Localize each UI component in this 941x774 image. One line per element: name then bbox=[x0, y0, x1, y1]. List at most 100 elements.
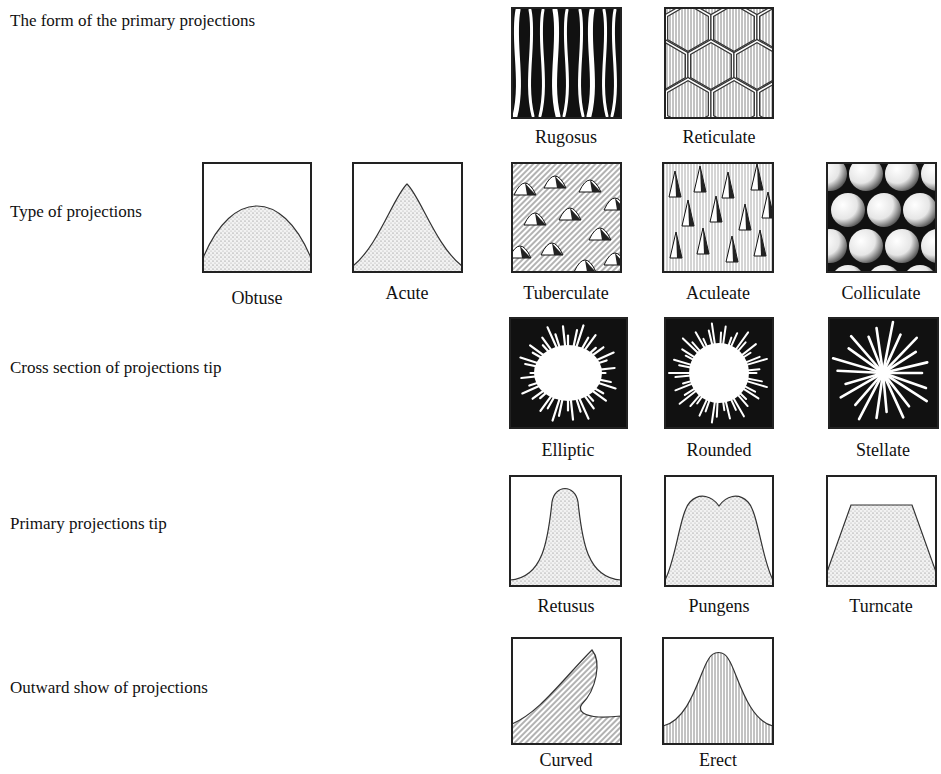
figure-detail bbox=[726, 236, 738, 262]
figure-detail bbox=[757, 164, 763, 190]
figure-detail bbox=[885, 229, 919, 263]
figure-detail bbox=[831, 265, 865, 272]
figure-detail bbox=[697, 228, 709, 254]
figure-caption: Elliptic bbox=[542, 440, 595, 462]
figure-detail bbox=[570, 208, 581, 220]
figure-detail bbox=[886, 375, 926, 401]
tuberculate-figure bbox=[509, 163, 626, 272]
figure-detail bbox=[541, 243, 563, 255]
figure-detail bbox=[514, 183, 536, 195]
figure-detail bbox=[666, 79, 709, 118]
figure-detail bbox=[670, 232, 682, 258]
figure-detail bbox=[903, 265, 936, 272]
figure-detail bbox=[688, 200, 694, 226]
figure-detail bbox=[712, 79, 755, 118]
figure-caption: Colliculate bbox=[842, 283, 921, 305]
figure-detail bbox=[841, 375, 880, 397]
figure-detail bbox=[867, 265, 901, 272]
figure-caption: Curved bbox=[540, 750, 593, 772]
row-heading: Outward show of projections bbox=[10, 678, 208, 698]
figure-detail bbox=[524, 213, 546, 225]
figure-detail bbox=[589, 228, 611, 240]
figure-detail bbox=[739, 204, 751, 230]
figure-detail bbox=[760, 230, 766, 256]
figure-detail bbox=[876, 366, 890, 380]
figure-detail bbox=[585, 260, 596, 272]
figure-detail bbox=[827, 163, 847, 191]
figure-detail bbox=[921, 229, 936, 263]
figure-detail bbox=[579, 180, 601, 192]
figure-detail bbox=[710, 196, 722, 222]
figure-caption: Stellate bbox=[856, 440, 910, 462]
figure-detail bbox=[903, 193, 936, 227]
figure-detail bbox=[887, 362, 927, 372]
figure-detail bbox=[580, 10, 583, 116]
figure-detail bbox=[555, 176, 566, 188]
figure-detail bbox=[703, 228, 709, 254]
figure-detail bbox=[921, 163, 936, 191]
figure-detail bbox=[751, 164, 763, 190]
figure-detail bbox=[525, 183, 536, 195]
figure-detail bbox=[600, 228, 611, 240]
erect-figure bbox=[663, 653, 773, 745]
figure-detail bbox=[512, 246, 531, 258]
figure-detail bbox=[590, 180, 601, 192]
figure-detail bbox=[827, 229, 847, 263]
figure-detail bbox=[515, 10, 518, 116]
obtuse-figure bbox=[203, 206, 311, 272]
figure-detail bbox=[849, 229, 883, 263]
figure-caption: Rounded bbox=[687, 440, 752, 462]
figure-detail bbox=[758, 79, 773, 118]
aculeate-figure bbox=[663, 163, 774, 272]
figure-caption: Pungens bbox=[688, 596, 749, 618]
figure-detail bbox=[552, 243, 563, 255]
figure-detail bbox=[758, 79, 773, 118]
figure-caption: Aculeate bbox=[686, 283, 750, 305]
elliptic-figure bbox=[510, 318, 627, 428]
figure-detail bbox=[712, 79, 755, 118]
figure-detail bbox=[544, 176, 566, 188]
figure-detail bbox=[534, 345, 602, 401]
figure-detail bbox=[846, 374, 880, 384]
figure-detail bbox=[530, 10, 533, 116]
figure-detail bbox=[885, 163, 919, 191]
figure-detail bbox=[849, 163, 883, 191]
figure-detail bbox=[675, 171, 681, 197]
acute-figure bbox=[353, 184, 462, 272]
rounded-figure bbox=[665, 318, 773, 428]
figure-detail bbox=[555, 10, 558, 116]
figure-detail bbox=[540, 10, 543, 116]
row-heading: Cross section of projections tip bbox=[10, 358, 222, 378]
retusus-figure bbox=[510, 489, 621, 587]
figure-detail bbox=[676, 232, 682, 258]
stellate-figure bbox=[829, 318, 938, 428]
figure-detail bbox=[754, 230, 766, 256]
turncate-figure bbox=[827, 505, 936, 586]
row-heading: Primary projections tip bbox=[10, 514, 167, 534]
figure-detail bbox=[716, 196, 722, 222]
figure-detail bbox=[732, 236, 738, 262]
figure-caption: Tuberculate bbox=[523, 283, 608, 305]
figure-detail bbox=[604, 198, 621, 210]
figure-caption: Acute bbox=[386, 283, 429, 305]
figure-detail bbox=[694, 166, 706, 192]
figure-detail bbox=[682, 200, 694, 226]
reticulate-figure bbox=[643, 3, 801, 129]
figure-detail bbox=[589, 10, 592, 116]
figure-detail bbox=[669, 171, 681, 197]
figure-detail bbox=[559, 208, 581, 220]
figure-detail bbox=[666, 79, 709, 118]
figure-detail bbox=[612, 10, 615, 116]
figure-caption: Reticulate bbox=[683, 127, 756, 149]
figure-detail bbox=[728, 172, 734, 198]
figure-detail bbox=[745, 204, 751, 230]
colliculate-figure bbox=[813, 157, 941, 299]
figure-caption: Turncate bbox=[849, 596, 912, 618]
figure-detail bbox=[877, 328, 883, 369]
figure-detail bbox=[831, 193, 865, 227]
figure-detail bbox=[574, 260, 596, 272]
figure-caption: Retusus bbox=[537, 596, 594, 618]
rugosus-figure bbox=[512, 8, 621, 118]
figure-detail bbox=[604, 253, 621, 265]
